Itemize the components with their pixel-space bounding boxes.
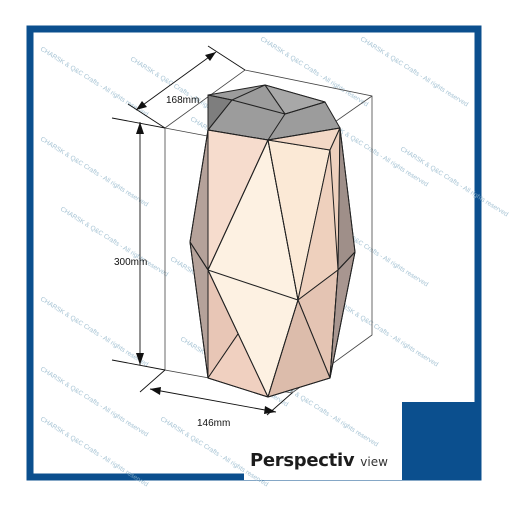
faceted-vase [189,84,356,398]
watermark-5: CHARSK & Q&C Crafts - All rights reserve… [39,136,150,209]
caption-light: view [360,455,388,469]
watermark-8: CHARSK & Q&C Crafts - All rights reserve… [399,146,510,219]
height-dimension-label: 300mm [114,257,147,268]
caption-bold: Perspectiv [250,450,355,471]
watermark-4: CHARSK & Q&C Crafts - All rights reserve… [359,36,470,109]
corner-blue-block [402,402,480,480]
width-dimension-label: 146mm [197,418,230,429]
view-caption: Perspectiv view [250,450,388,471]
watermark-12: CHARSK & Q&C Crafts - All rights reserve… [39,296,150,369]
caption-backdrop [244,444,402,480]
depth-dimension-label: 168mm [166,95,199,106]
vase-right-face [337,127,356,271]
dimension-lines [111,45,293,416]
dimension-arrowheads [136,52,276,414]
watermark-14: CHARSK & Q&C Crafts - All rights reserve… [329,296,440,369]
